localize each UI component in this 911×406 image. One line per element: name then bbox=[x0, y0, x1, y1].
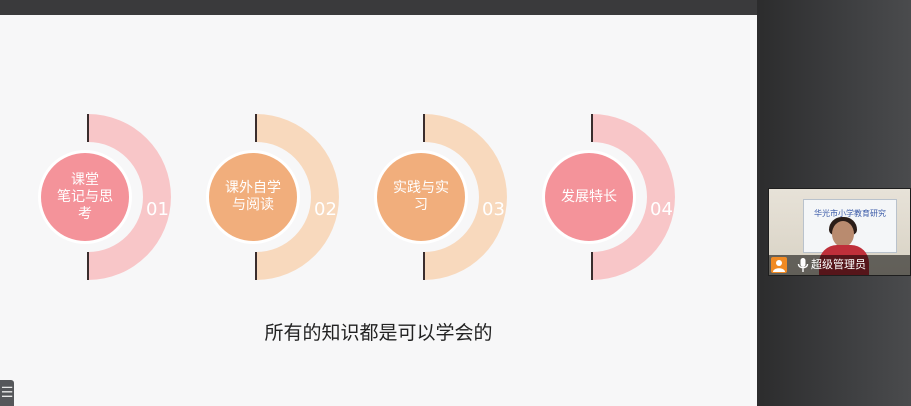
user-avatar-icon bbox=[771, 257, 787, 273]
slide-item-1: 课堂笔记与思考 01 bbox=[38, 112, 200, 282]
item-2-label: 课外自学与阅读 bbox=[225, 180, 281, 213]
item-2-number: 02 bbox=[314, 199, 337, 220]
item-1-label: 课堂笔记与思考 bbox=[57, 171, 113, 222]
item-1-number: 01 bbox=[146, 199, 169, 220]
slide-item-2: 课外自学与阅读 02 bbox=[206, 112, 368, 282]
slide-item-4: 发展特长 04 bbox=[542, 112, 704, 282]
item-3-label: 实践与实习 bbox=[393, 180, 449, 213]
item-3-number: 03 bbox=[482, 199, 505, 220]
decor-arc-4 bbox=[542, 114, 675, 280]
microphone-icon[interactable] bbox=[797, 257, 809, 273]
decor-arc-1 bbox=[38, 114, 171, 280]
participant-video-tile[interactable]: 华光市小学教育研究 超级管理员 bbox=[768, 188, 911, 276]
slide-caption: 所有的知识都是可以学会的 bbox=[264, 322, 493, 344]
item-4-label: 发展特长 bbox=[561, 188, 617, 205]
decor-arc-2 bbox=[206, 114, 339, 280]
participant-name: 超级管理员 bbox=[811, 258, 866, 271]
item-4-number: 04 bbox=[650, 199, 673, 220]
decor-arc-3 bbox=[374, 114, 507, 280]
top-toolbar bbox=[0, 0, 757, 15]
menu-toggle-button[interactable]: ☰ bbox=[0, 380, 14, 406]
video-screen-text: 华光市小学教育研究 bbox=[814, 209, 886, 218]
slide-item-3: 实践与实习 03 bbox=[374, 112, 536, 282]
participant-namebar: 超级管理员 bbox=[769, 255, 910, 275]
presentation-slide: 课堂笔记与思考 01 课外自学与阅读 02 实践与实习 03 bbox=[0, 15, 757, 406]
participant-face bbox=[832, 221, 854, 247]
